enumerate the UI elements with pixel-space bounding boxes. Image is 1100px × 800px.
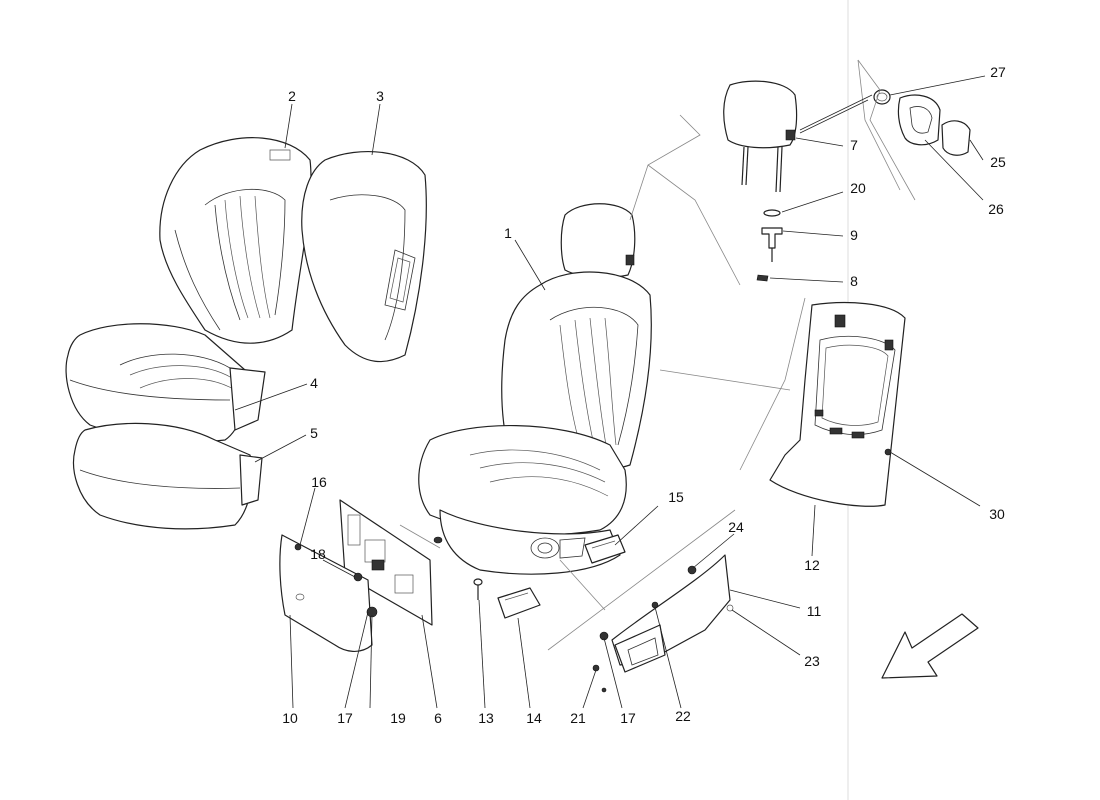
- side-panel-bracket-part: [339, 499, 433, 626]
- backrest-cover-part: [159, 137, 312, 344]
- callout-17-right: 17: [620, 710, 636, 726]
- direction-arrow-icon: [881, 613, 979, 679]
- callout-12: 12: [804, 557, 820, 573]
- callout-16: 16: [311, 474, 327, 490]
- backrest-frame-part: [769, 302, 906, 507]
- callout-leader-lines: [234, 75, 986, 709]
- callout-22: 22: [675, 708, 691, 724]
- callout-15: 15: [668, 489, 684, 505]
- screw-part: [473, 578, 483, 600]
- callout-17-left: 17: [337, 710, 353, 726]
- callout-21: 21: [570, 710, 586, 726]
- side-trim-panel-part: [592, 554, 734, 693]
- callout-9: 9: [850, 227, 858, 243]
- seat-cushion-part: [65, 323, 266, 443]
- group-guide-lines: [399, 59, 916, 651]
- guide-ring-part: [763, 209, 781, 217]
- headrest-guide-part: [761, 227, 783, 262]
- callout-13: 13: [478, 710, 494, 726]
- callout-labels: 2 3 1 4 5 6 7 8 9 10 11 12 13 14 15 16 1…: [282, 64, 1006, 726]
- callout-4: 4: [310, 375, 318, 391]
- backrest-rear-panel-part: [301, 150, 427, 363]
- clip-part: [756, 274, 769, 282]
- callout-6: 6: [434, 710, 442, 726]
- callout-11: 11: [807, 603, 822, 619]
- callout-5: 5: [310, 425, 318, 441]
- callout-2: 2: [288, 88, 296, 104]
- callout-23: 23: [804, 653, 820, 669]
- complete-seat-part: [418, 203, 652, 575]
- callout-30: 30: [989, 506, 1005, 522]
- callout-26: 26: [988, 201, 1004, 217]
- callout-19: 19: [390, 710, 406, 726]
- seat-foam-part: [73, 422, 263, 530]
- callout-20: 20: [850, 180, 866, 196]
- callout-8: 8: [850, 273, 858, 289]
- callout-24: 24: [728, 519, 744, 535]
- trim-cover-part: [497, 587, 541, 619]
- callout-18: 18: [310, 546, 326, 562]
- side-cover-part: [279, 534, 378, 652]
- trim-cover-front-part: [584, 534, 626, 564]
- callout-3: 3: [376, 88, 384, 104]
- callout-25: 25: [990, 154, 1006, 170]
- headrest-part: [723, 80, 798, 193]
- callout-7: 7: [850, 137, 858, 153]
- callout-10: 10: [282, 710, 298, 726]
- callout-27: 27: [990, 64, 1006, 80]
- button-assembly-part: [873, 89, 971, 156]
- callout-1: 1: [504, 225, 512, 241]
- callout-14: 14: [526, 710, 542, 726]
